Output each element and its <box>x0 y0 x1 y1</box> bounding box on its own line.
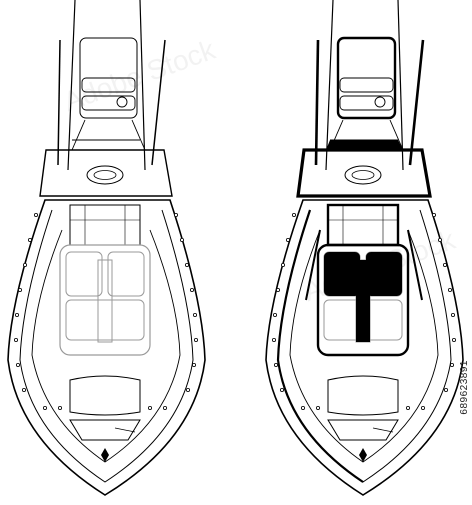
boat-outline-left <box>7 0 206 496</box>
boat-bold-right <box>265 0 464 496</box>
stock-id-label: 689623891 <box>459 360 470 415</box>
